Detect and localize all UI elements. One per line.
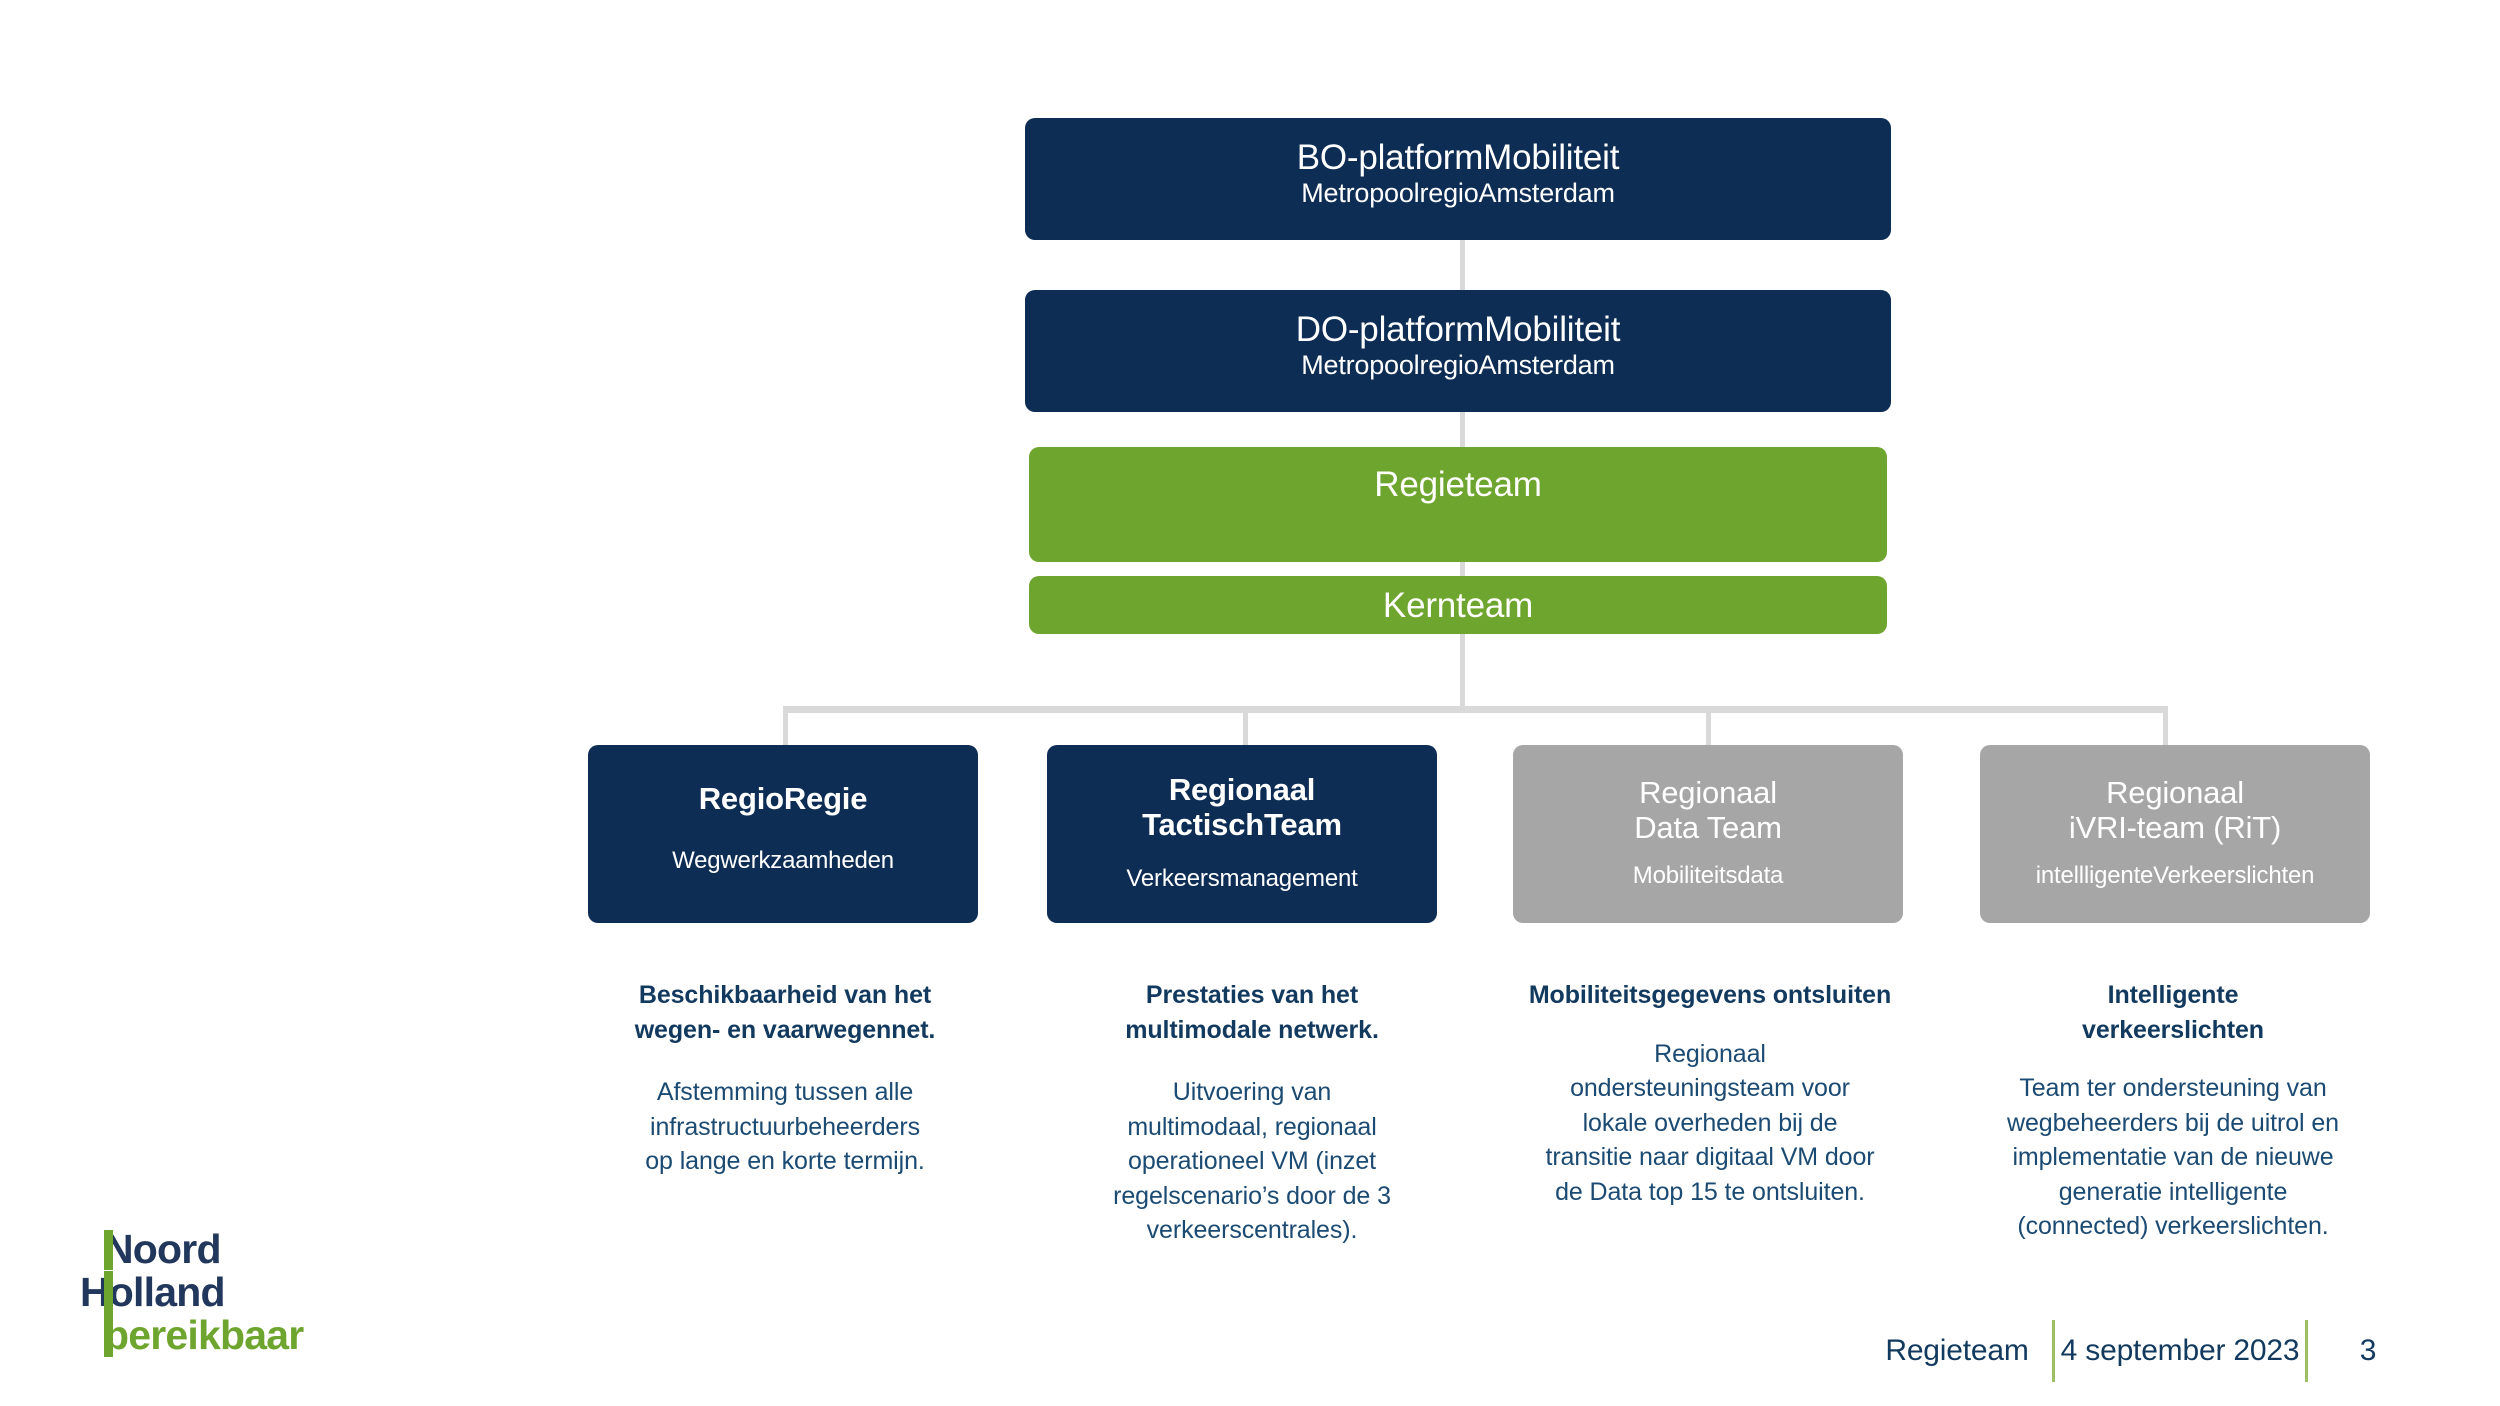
footer-divider-1 bbox=[2052, 1320, 2055, 1382]
logo-noord-holland-bereikbaar: Noord Holland bereikbaar bbox=[80, 1228, 386, 1357]
logo-line-1-text: Noord bbox=[104, 1226, 222, 1272]
node-title: DO-platformMobiliteit bbox=[1295, 310, 1621, 349]
connector-regieteam-to-kernteam bbox=[1460, 560, 1465, 578]
footer-divider-2 bbox=[2305, 1320, 2308, 1382]
node-subtitle: MetropoolregioAmsterdam bbox=[1301, 177, 1615, 208]
node-subtitle: Wegwerkzaamheden bbox=[672, 847, 894, 875]
footer-context: Regieteam bbox=[1885, 1334, 2029, 1367]
caption-data-team: Mobiliteitsgegevens ontsluiten Regionaal… bbox=[1500, 978, 1920, 1209]
node-regioregie[interactable]: RegioRegie Wegwerkzaamheden bbox=[588, 745, 978, 923]
connector-bus-to-tactisch-team bbox=[1243, 706, 1248, 751]
node-regieteam[interactable]: Regieteam bbox=[1029, 447, 1887, 562]
node-subtitle: intellligenteVerkeerslichten bbox=[2035, 861, 2315, 889]
node-title: Kernteam bbox=[1382, 586, 1534, 625]
caption-heading: Mobiliteitsgegevens ontsluiten bbox=[1528, 981, 1892, 1009]
node-do-platform[interactable]: DO-platformMobiliteit MetropoolregioAmst… bbox=[1025, 290, 1891, 412]
logo-line-3-text: bereikbaar bbox=[104, 1312, 304, 1358]
connector-bus-to-ivri-team bbox=[2163, 706, 2168, 751]
node-subtitle: Verkeersmanagement bbox=[1126, 864, 1358, 892]
node-subtitle: Mobiliteitsdata bbox=[1632, 861, 1784, 889]
connector-bus-to-regioregie bbox=[783, 706, 788, 751]
node-kernteam[interactable]: Kernteam bbox=[1029, 576, 1887, 634]
logo-stem-b bbox=[104, 1314, 113, 1357]
logo-line-2: Holland bbox=[80, 1271, 370, 1314]
logo-stem-h bbox=[104, 1271, 113, 1314]
connector-do-to-regieteam bbox=[1460, 412, 1465, 449]
footer-page-number: 3 bbox=[2359, 1334, 2377, 1367]
node-bo-platform[interactable]: BO-platformMobiliteit MetropoolregioAmst… bbox=[1025, 118, 1891, 240]
connector-horizontal-bus bbox=[783, 706, 2165, 713]
footer-date: 4 september 2023 bbox=[2060, 1334, 2300, 1367]
node-subtitle: MetropoolregioAmsterdam bbox=[1301, 349, 1615, 380]
node-title: BO-platformMobiliteit bbox=[1296, 138, 1620, 177]
logo-stem-n bbox=[104, 1230, 113, 1270]
logo-line-3: bereikbaar bbox=[104, 1314, 394, 1357]
connector-bo-to-do bbox=[1460, 240, 1465, 292]
node-title: Regieteam bbox=[1374, 465, 1542, 504]
node-title: RegioRegie bbox=[698, 781, 868, 817]
logo-line-1: Noord bbox=[104, 1228, 394, 1271]
connector-bus-to-data-team bbox=[1706, 706, 1711, 751]
connector-kernteam-to-bus bbox=[1460, 632, 1465, 712]
slide-footer: Regieteam 4 september 2023 3 bbox=[1862, 1320, 2428, 1382]
logo-line-2-text: Holland bbox=[80, 1269, 226, 1315]
